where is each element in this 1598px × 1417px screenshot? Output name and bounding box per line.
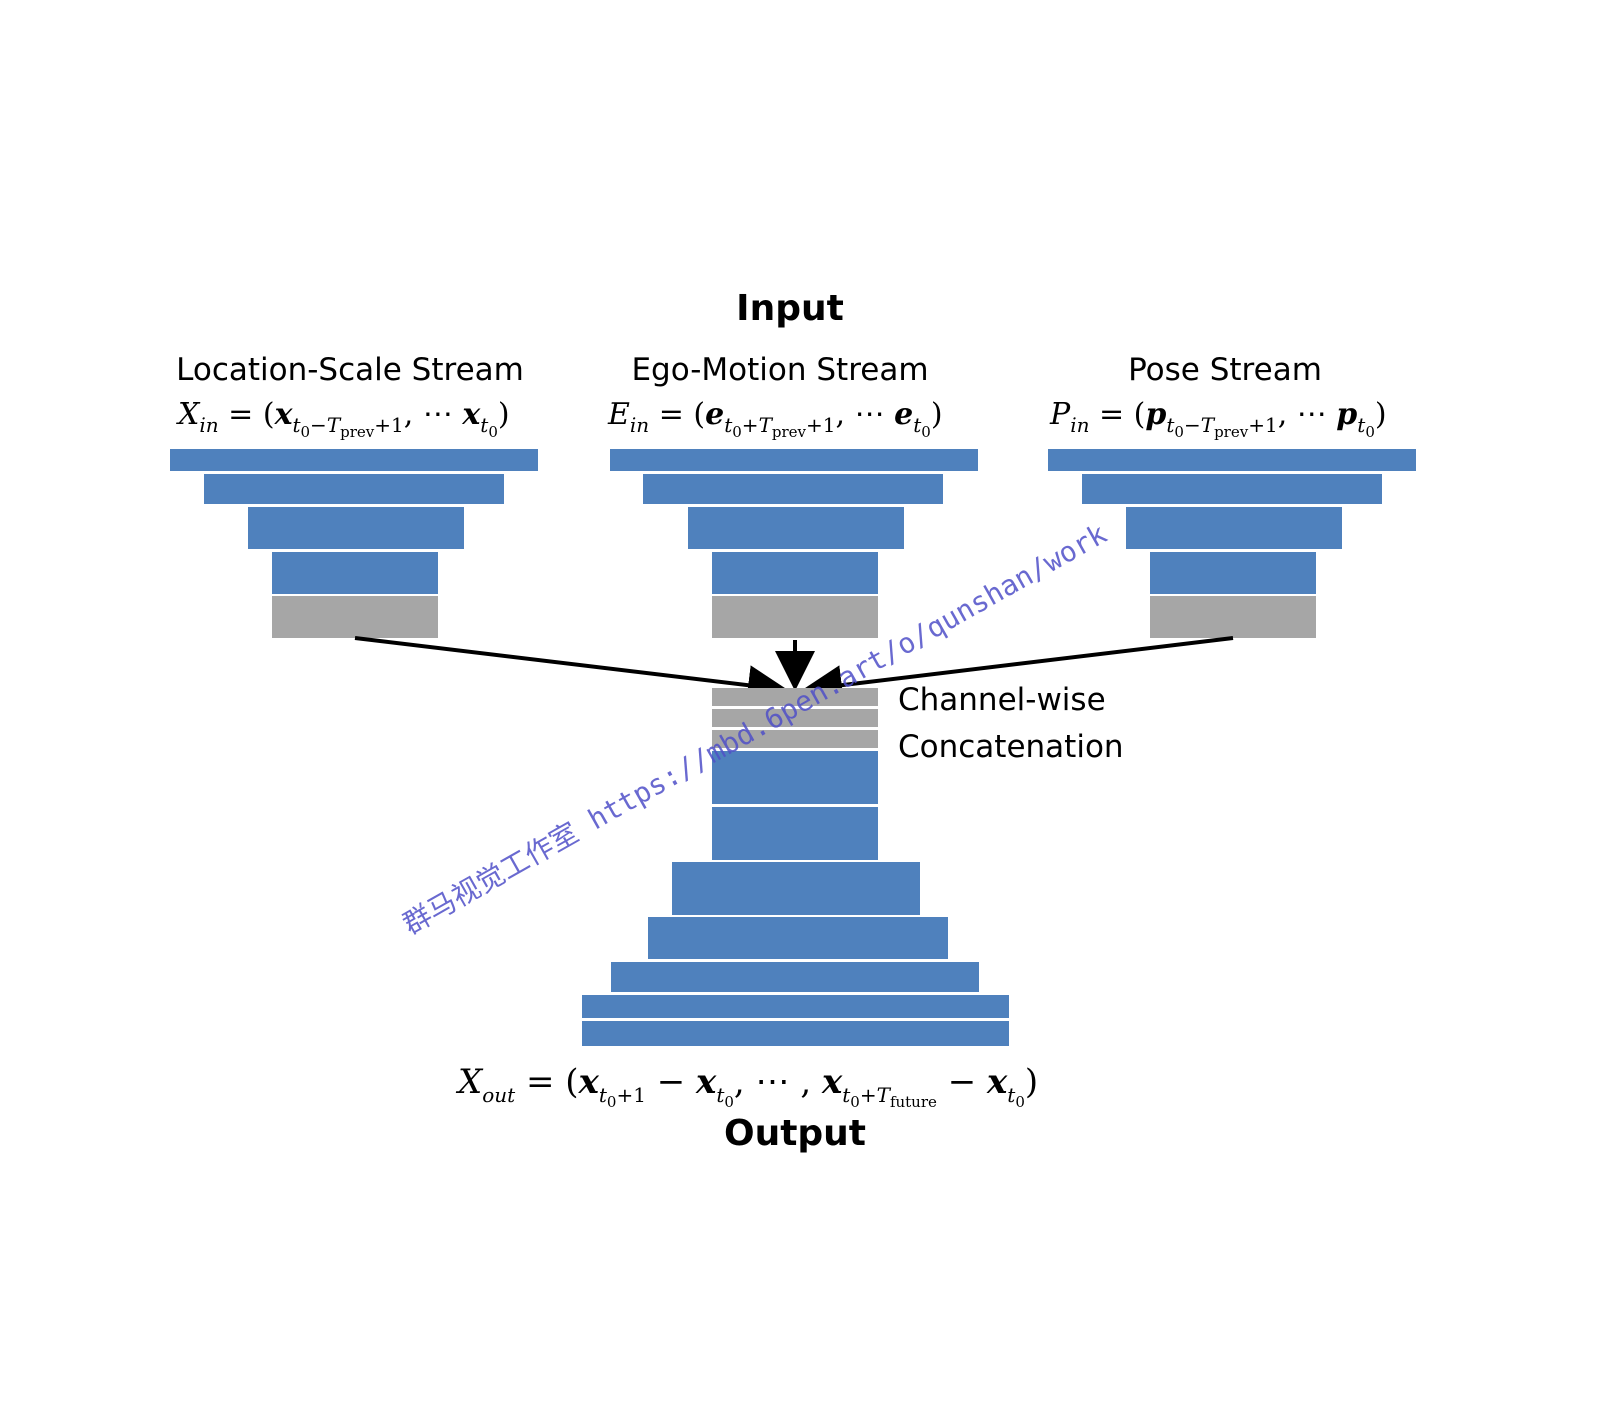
svg-text:Ein = (et0+Tprev+1, ⋯ et0): Ein = (et0+Tprev+1, ⋯ et0) [607,397,943,441]
output-formula: Xout = (xt0+1 − xt0, ⋯ , xt0+Tfuture − x… [455,1062,1038,1111]
decoder-layer [582,1021,1009,1046]
concat-slice [712,688,878,706]
encoder-layer [1150,552,1316,594]
concat-slice [712,730,878,748]
encoder-pose [1048,449,1416,638]
decoder-layer [648,917,948,959]
output-heading: Output [724,1113,866,1154]
arrow-from-location-scale [354,636,788,706]
decoder-layer [611,962,979,992]
svg-text:Pin = (pt0−Tprev+1, ⋯ pt0): Pin = (pt0−Tprev+1, ⋯ pt0) [1049,397,1387,441]
encoder-ego-motion [610,449,978,638]
concat-label-line1: Channel-wise [898,682,1106,718]
decoder-layer [712,751,878,804]
decoder [582,751,1009,1046]
encoder-layer [1048,449,1416,471]
encoder-layer [1126,507,1342,549]
encoder-latent [1150,596,1316,638]
encoder-layer [1082,474,1382,504]
decoder-layer [582,995,1009,1018]
decoder-layer [712,807,878,860]
decoder-layer [672,862,920,915]
stream-title-ego-motion: Ego-Motion Stream [631,352,928,388]
encoder-latent [712,596,878,638]
encoder-location-scale [170,449,538,638]
encoder-layer [272,552,438,594]
encoder-latent [272,596,438,638]
encoder-layer [712,552,878,594]
encoder-layer [610,449,978,471]
stream-title-location-scale: Location-Scale Stream [176,352,524,388]
formula-pose: Pin = (pt0−Tprev+1, ⋯ pt0) [1049,397,1387,441]
encoder-layer [643,474,943,504]
encoder-layer [248,507,464,549]
concatenated-latent [712,688,878,748]
encoder-layer [688,507,904,549]
formula-location-scale: Xin = (xt0−Tprev+1, ⋯ xt0) [176,397,510,441]
encoder-layer [204,474,504,504]
arrow-from-pose [802,636,1234,706]
stream-title-pose: Pose Stream [1128,352,1322,388]
encoder-layer [170,449,538,471]
concat-slice [712,709,878,727]
svg-text:Xout = (xt0+1 − xt0, ⋯ , xt0+T: Xout = (xt0+1 − xt0, ⋯ , xt0+Tfuture − x… [455,1062,1038,1111]
formula-ego-motion: Ein = (et0+Tprev+1, ⋯ et0) [607,397,943,441]
concat-label-line2: Concatenation [898,729,1124,765]
input-heading: Input [736,288,844,329]
svg-text:Xin = (xt0−Tprev+1, ⋯ xt0): Xin = (xt0−Tprev+1, ⋯ xt0) [176,397,510,441]
